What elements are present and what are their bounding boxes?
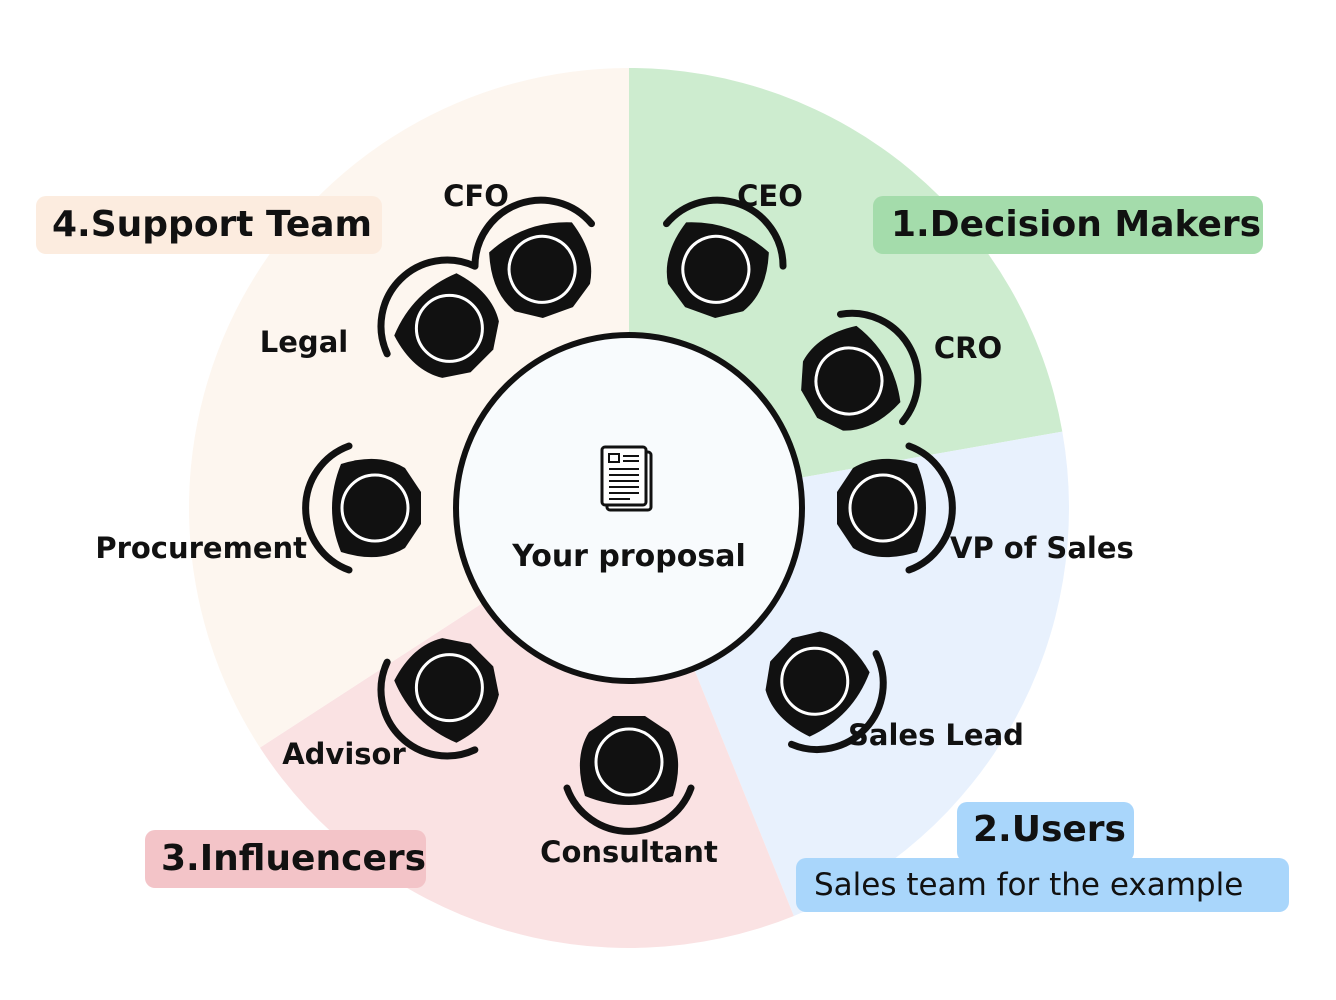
seat-cfo [471,196,595,319]
seat-backrest [836,309,922,426]
seat-label-legal: Legal [260,325,348,359]
document-icon [600,445,653,512]
seat-cro [801,309,922,431]
seat-advisor [377,638,499,760]
seat-backrest [471,196,595,270]
seat-label-advisor: Advisor [282,737,406,771]
seat-head [414,653,484,723]
seat-sales-lead [765,631,887,754]
seat-head [507,234,577,304]
seat-head [681,234,751,304]
group-tag-influencers: 3.Influencers [145,830,426,888]
seat-vp-of-sales [837,442,956,574]
seat-ceo [663,196,787,319]
seat-consultant [563,716,695,835]
seat-backrest [787,650,887,754]
seat-backrest [377,256,479,358]
seat-head [414,293,484,363]
seat-head [340,473,410,543]
seat-label-cfo: CFO [443,179,509,213]
seat-legal [377,256,499,378]
seat-head [594,727,664,797]
seat-backrest [905,442,956,574]
seat-head [780,646,850,716]
seat-backrest [302,442,353,574]
seat-backrest [663,196,787,270]
seat-label-sales-lead: Sales Lead [848,718,1024,752]
group-tag-users: 2.Users [957,802,1134,862]
seat-label-ceo: CEO [737,179,803,213]
seat-head [848,473,918,543]
group-tag-support-team: 4.Support Team [36,196,382,254]
center-label: Your proposal [511,539,746,574]
seat-label-procurement: Procurement [95,531,307,565]
seat-head [814,346,884,416]
seat-backrest [563,784,695,835]
seat-label-consultant: Consultant [540,835,718,869]
group-tag-users-subtitle: Sales team for the example [796,858,1289,912]
seat-procurement [302,442,421,574]
seat-label-cro: CRO [934,331,1002,365]
seat-backrest [377,658,479,760]
group-tag-decision-makers: 1.Decision Makers [873,196,1263,254]
seat-label-vp-of-sales: VP of Sales [950,531,1134,565]
